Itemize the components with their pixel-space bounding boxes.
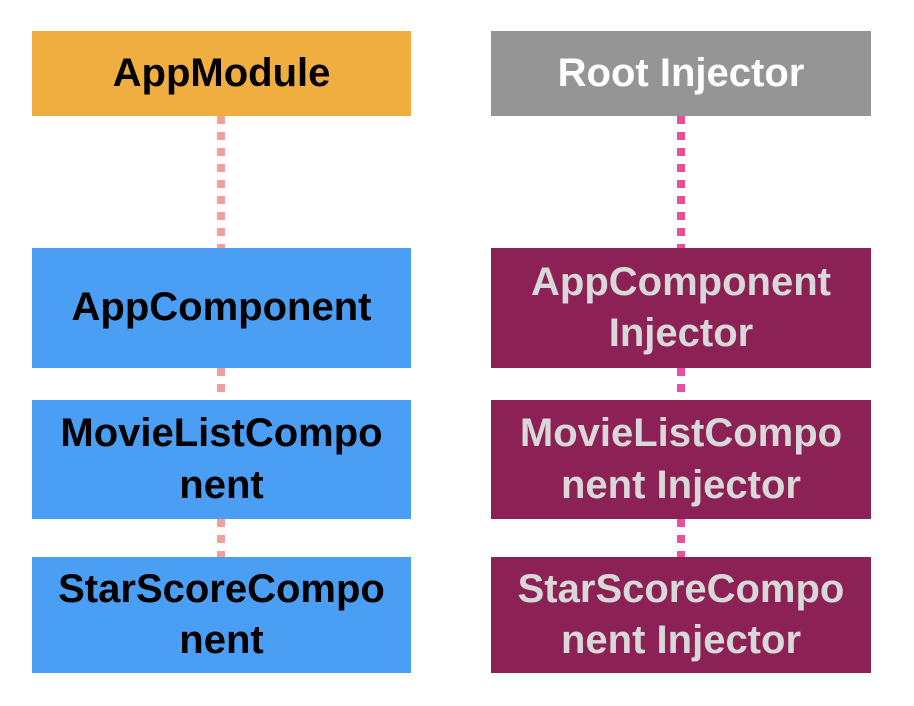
box-root-injector-label: Root Injector xyxy=(557,50,805,95)
box-movielistcomponent-injector-label: MovieListCompo nent Injector xyxy=(519,411,843,507)
box-movielistcomponent: MovieListCompo nent xyxy=(32,400,411,519)
connector-movielistinjector-starscoreinjector xyxy=(677,519,685,557)
box-appcomponent-label: AppComponent xyxy=(71,285,372,330)
connector-appmodule-appcomponent xyxy=(217,116,225,248)
box-appcomponent: AppComponent xyxy=(32,248,411,368)
box-movielistcomponent-label: MovieListCompo nent xyxy=(60,411,383,507)
box-movielistcomponent-injector: MovieListCompo nent Injector xyxy=(491,400,871,519)
box-starscorecomponent-injector-label: StarScoreCompo nent Injector xyxy=(517,566,845,662)
connector-appcomponent-movielistcomponent xyxy=(217,368,225,400)
connector-movielistcomponent-starscorecomponent xyxy=(217,519,225,557)
box-appcomponent-injector: AppComponent Injector xyxy=(491,248,871,368)
box-appmodule-label: AppModule xyxy=(112,50,331,95)
box-starscorecomponent-injector: StarScoreCompo nent Injector xyxy=(491,557,871,673)
connector-appcomponentinjector-movielistinjector xyxy=(677,368,685,400)
box-appmodule: AppModule xyxy=(32,31,411,116)
box-root-injector: Root Injector xyxy=(491,31,871,116)
box-starscorecomponent: StarScoreCompo nent xyxy=(32,557,411,673)
connector-rootinjector-appcomponentinjector xyxy=(677,116,685,248)
box-appcomponent-injector-label: AppComponent Injector xyxy=(531,259,831,355)
box-starscorecomponent-label: StarScoreCompo nent xyxy=(58,566,385,662)
